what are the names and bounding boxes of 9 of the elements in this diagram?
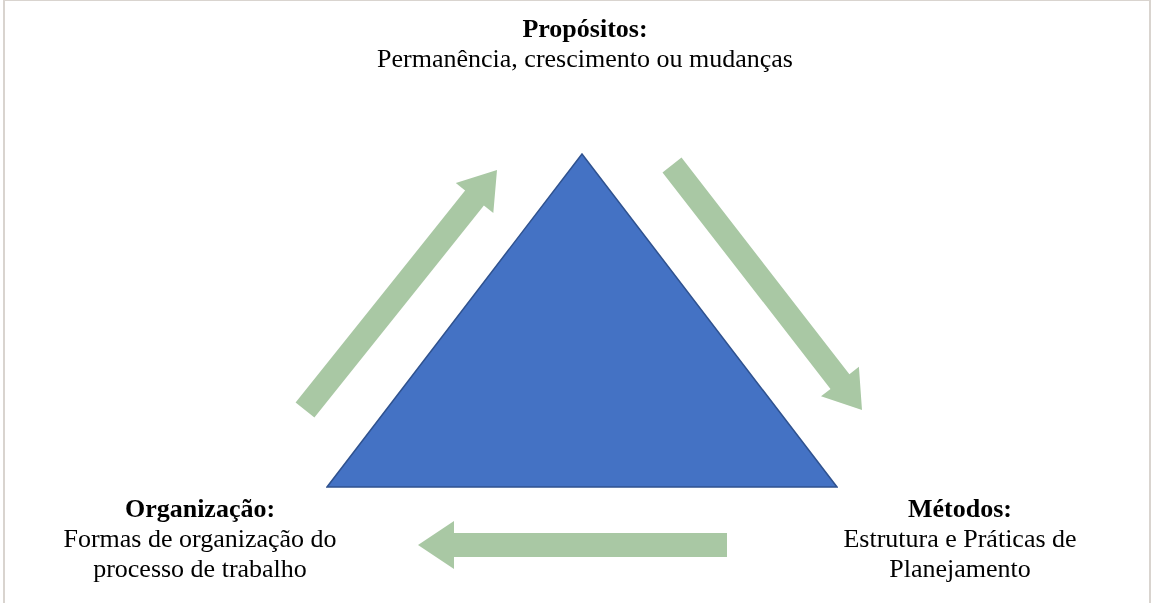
description-text: Formas de organização do processo de trabalho [62, 524, 338, 584]
heading-text: Propósitos: [522, 14, 648, 44]
description-text: Permanência, crescimento ou mudanças [377, 44, 793, 74]
description-text: Estrutura e Práticas de Planejamento [842, 524, 1078, 584]
heading-text: Métodos: [908, 494, 1012, 524]
block-arrow [662, 157, 862, 410]
block-arrow [295, 170, 497, 418]
block-arrow [418, 521, 727, 569]
heading-text: Organização: [124, 494, 276, 524]
